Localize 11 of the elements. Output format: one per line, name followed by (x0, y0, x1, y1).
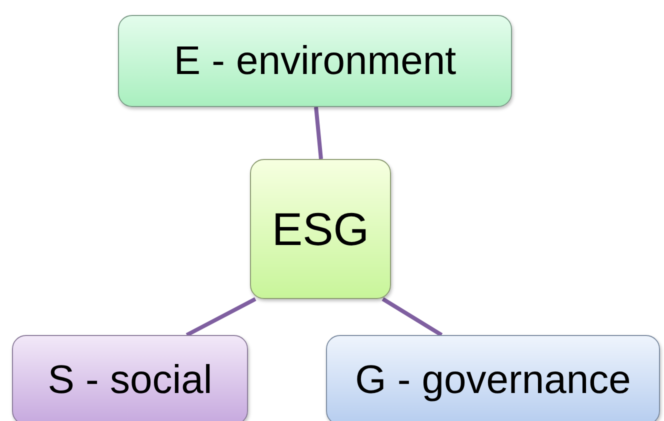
connector-line (186, 297, 256, 337)
connector-line (382, 297, 443, 337)
topic-box (250, 159, 391, 299)
topic-box (326, 335, 660, 421)
topic-label: ESG (272, 202, 370, 256)
connector-line (314, 106, 323, 160)
topic-label: E - environment (174, 38, 456, 84)
topic-label: S - social (48, 358, 212, 402)
topic-box (118, 15, 512, 107)
topic-box (12, 335, 248, 421)
topic-label: G - governance (355, 358, 631, 402)
